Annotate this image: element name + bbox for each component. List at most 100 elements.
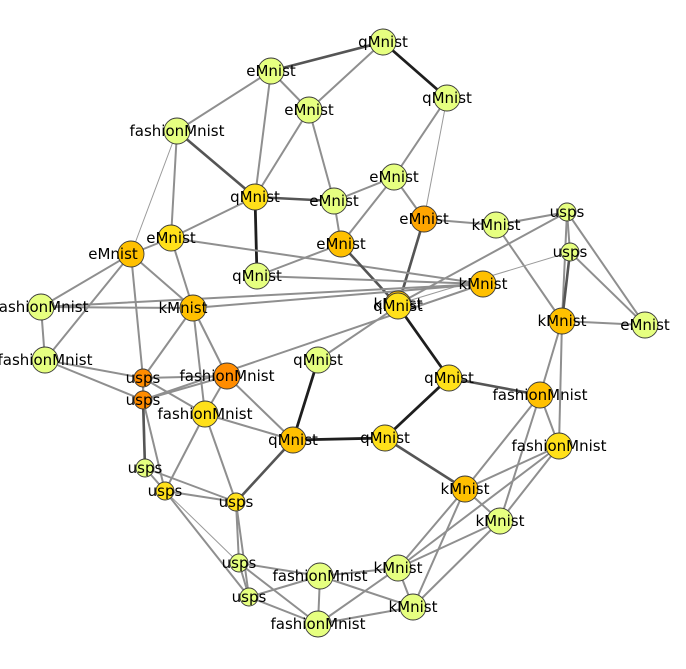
- node-circle[interactable]: [435, 364, 463, 392]
- graph-node[interactable]: eMnist: [620, 311, 670, 339]
- graph-node[interactable]: eMnist: [246, 57, 296, 85]
- node-circle[interactable]: [117, 240, 145, 268]
- graph-node[interactable]: qMnist: [358, 28, 408, 56]
- edge-n3-n8: [254, 70, 272, 198]
- node-circle[interactable]: [304, 610, 332, 638]
- graph-node[interactable]: qMnist: [424, 364, 474, 392]
- node-circle[interactable]: [371, 424, 399, 452]
- node-circle[interactable]: [631, 311, 659, 339]
- node-circle[interactable]: [243, 262, 271, 290]
- edge-n32-n33: [291, 436, 387, 442]
- node-circle[interactable]: [179, 294, 207, 322]
- node-circle[interactable]: [306, 562, 334, 590]
- node-circle[interactable]: [163, 117, 191, 145]
- graph-node[interactable]: fashionMnist: [158, 400, 253, 428]
- graph-node[interactable]: fashionMnist: [512, 432, 607, 460]
- graph-node[interactable]: kMnist: [389, 593, 438, 621]
- node-circle[interactable]: [451, 475, 479, 503]
- graph-node[interactable]: eMnist: [309, 187, 359, 215]
- node-circle[interactable]: [433, 84, 461, 112]
- node-label: fashionMnist: [273, 567, 368, 585]
- node-circle[interactable]: [526, 381, 554, 409]
- node-circle[interactable]: [469, 270, 497, 298]
- node-circle[interactable]: [380, 163, 408, 191]
- graph-node[interactable]: eMnist: [284, 96, 334, 124]
- node-circle[interactable]: [304, 346, 332, 374]
- graph-node[interactable]: kMnist: [459, 270, 508, 298]
- graph-node[interactable]: qMnist: [293, 346, 343, 374]
- node-circle[interactable]: [135, 458, 155, 478]
- node-circle[interactable]: [133, 368, 153, 388]
- graph-node[interactable]: usps: [128, 458, 163, 478]
- node-circle[interactable]: [327, 230, 355, 258]
- node-layer: qMnistqMnisteMnisteMnistfashionMnisteMni…: [0, 28, 670, 638]
- edge-n15-n16: [256, 243, 342, 277]
- node-circle[interactable]: [257, 57, 285, 85]
- graph-node[interactable]: usps: [232, 587, 267, 607]
- node-label: kMnist: [472, 216, 521, 234]
- node-circle[interactable]: [399, 593, 427, 621]
- graph-node[interactable]: usps: [550, 202, 585, 222]
- edge-n33-n37: [383, 436, 467, 491]
- node-circle[interactable]: [560, 242, 580, 262]
- node-circle[interactable]: [557, 202, 577, 222]
- graph-node[interactable]: qMnist: [360, 424, 410, 452]
- node-circle[interactable]: [155, 481, 175, 501]
- graph-node[interactable]: usps: [222, 553, 257, 573]
- node-circle[interactable]: [279, 426, 307, 454]
- graph-node[interactable]: eMnist: [369, 163, 419, 191]
- node-circle[interactable]: [548, 307, 576, 335]
- node-circle[interactable]: [213, 362, 241, 390]
- node-circle[interactable]: [384, 554, 412, 582]
- graph-node[interactable]: fashionMnist: [130, 117, 225, 145]
- graph-node[interactable]: kMnist: [159, 294, 208, 322]
- graph-node[interactable]: kMnist: [472, 211, 521, 239]
- edge-n37-n42: [397, 488, 466, 569]
- graph-node[interactable]: kMnist: [374, 554, 423, 582]
- node-circle[interactable]: [31, 346, 59, 374]
- graph-node[interactable]: eMnist: [146, 224, 196, 252]
- node-circle[interactable]: [410, 205, 438, 233]
- graph-node[interactable]: fashionMnist: [271, 610, 366, 638]
- node-circle[interactable]: [27, 293, 55, 321]
- node-circle[interactable]: [133, 390, 153, 410]
- node-circle[interactable]: [157, 224, 185, 252]
- graph-node[interactable]: usps: [553, 242, 588, 262]
- graph-node[interactable]: usps: [148, 481, 183, 501]
- graph-node[interactable]: qMnist: [268, 426, 318, 454]
- node-circle[interactable]: [482, 211, 510, 239]
- graph-node[interactable]: fashionMnist: [0, 346, 93, 374]
- edge-n34-n42: [397, 445, 560, 569]
- node-circle[interactable]: [295, 96, 323, 124]
- node-circle[interactable]: [229, 553, 249, 573]
- graph-node[interactable]: qMnist: [232, 262, 282, 290]
- graph-node[interactable]: fashionMnist: [273, 562, 368, 590]
- graph-node[interactable]: qMnist: [230, 183, 280, 211]
- edge-n34-n39: [499, 445, 560, 522]
- node-circle[interactable]: [191, 400, 219, 428]
- graph-node[interactable]: fashionMnist: [0, 293, 89, 321]
- graph-node[interactable]: usps: [219, 492, 254, 512]
- node-circle[interactable]: [320, 187, 348, 215]
- node-circle[interactable]: [226, 492, 246, 512]
- node-circle[interactable]: [384, 292, 412, 320]
- graph-node[interactable]: kMnist: [538, 307, 587, 335]
- graph-node[interactable]: usps: [126, 390, 161, 410]
- graph-node[interactable]: eMnist: [399, 205, 449, 233]
- node-circle[interactable]: [545, 432, 573, 460]
- node-circle[interactable]: [241, 183, 269, 211]
- graph-node[interactable]: qMnist: [373, 292, 423, 320]
- node-circle[interactable]: [239, 587, 259, 607]
- graph-node[interactable]: fashionMnist: [493, 381, 588, 409]
- graph-node[interactable]: qMnist: [422, 84, 472, 112]
- node-circle[interactable]: [486, 507, 514, 535]
- node-circle[interactable]: [369, 28, 397, 56]
- graph-node[interactable]: kMnist: [476, 507, 525, 535]
- node-label: qMnist: [360, 429, 410, 447]
- graph-node[interactable]: eMnist: [88, 240, 145, 268]
- node-label: eMnist: [309, 192, 359, 210]
- graph-node[interactable]: kMnist: [441, 475, 490, 503]
- graph-node[interactable]: eMnist: [316, 230, 366, 258]
- graph-node[interactable]: usps: [126, 368, 161, 388]
- graph-node[interactable]: fashionMnist: [180, 362, 275, 390]
